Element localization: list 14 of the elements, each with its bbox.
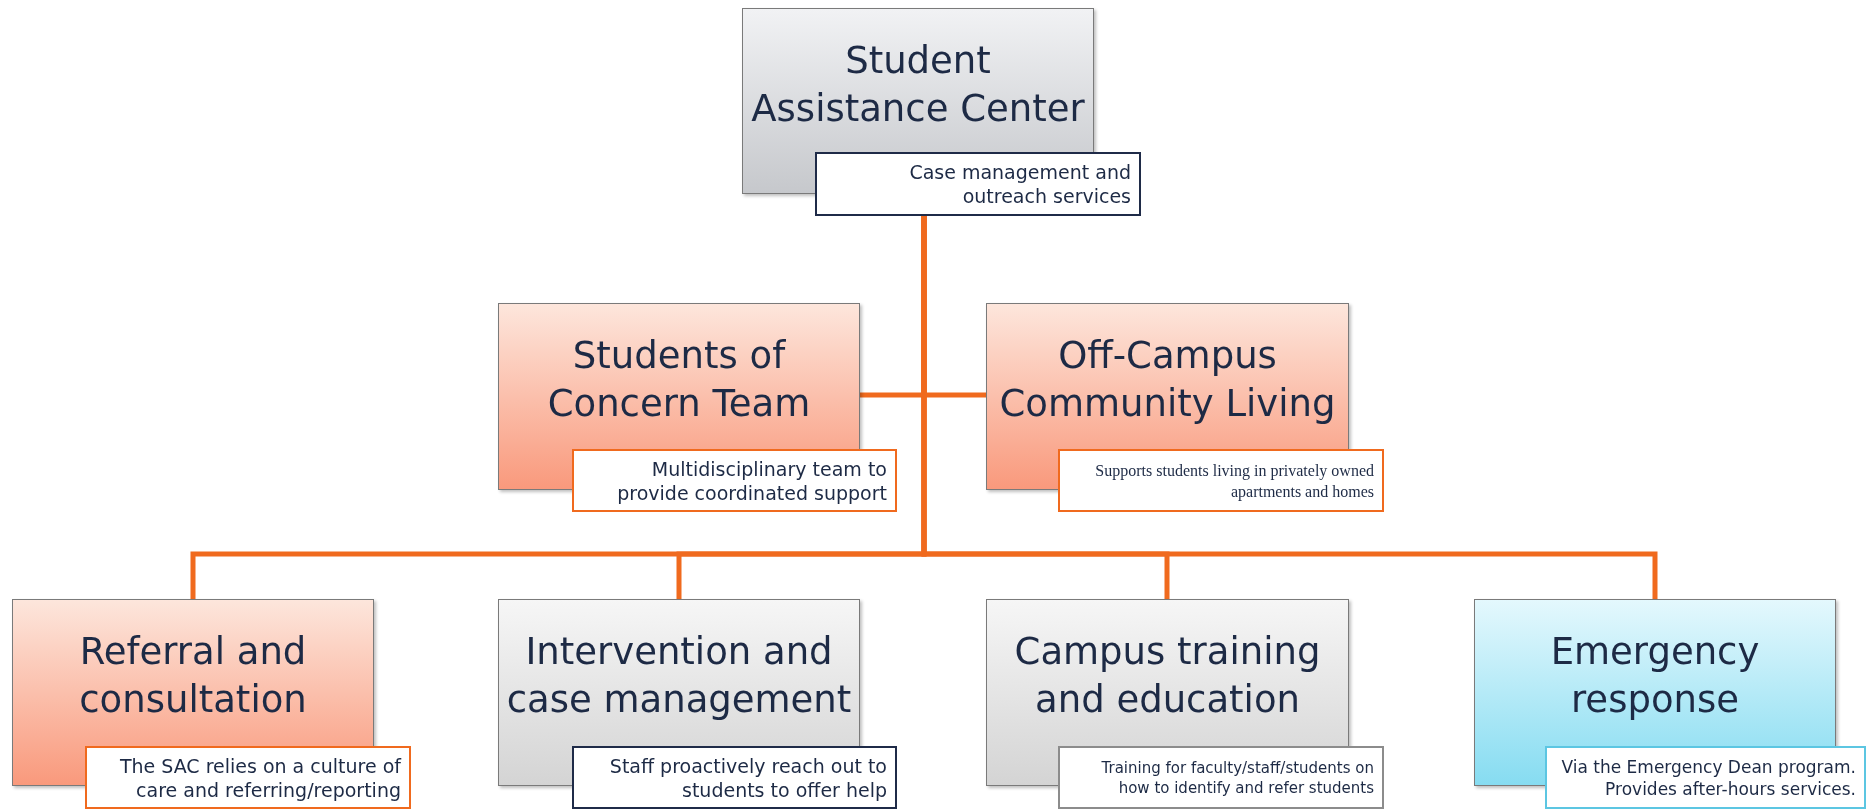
- caption-box: Training for faculty/staff/students on how to identify and refer students: [1058, 746, 1384, 809]
- caption-box: Case management and outreach services: [815, 152, 1141, 216]
- box-title: Referral and consultation: [78, 629, 308, 723]
- box-title: Student Assistance Center: [750, 38, 1086, 132]
- box-title: Intervention and case management: [505, 629, 853, 723]
- box-title: Students of Concern Team: [546, 333, 812, 427]
- caption-box: Staff proactively reach out to students to offer help: [572, 746, 897, 809]
- caption-box: Via the Emergency Dean program. Provides after-hours services.: [1545, 746, 1866, 809]
- caption-box: Multidisciplinary team to provide coordinated support: [572, 449, 897, 512]
- box-title: Emergency response: [1549, 629, 1761, 723]
- caption-box: The SAC relies on a culture of care and referring/reporting: [85, 746, 411, 809]
- box-title: Campus training and education: [1013, 629, 1322, 723]
- box-title: Off-Campus Community Living: [998, 333, 1337, 427]
- caption-box: Supports students living in privately owned apartments and homes: [1058, 449, 1384, 512]
